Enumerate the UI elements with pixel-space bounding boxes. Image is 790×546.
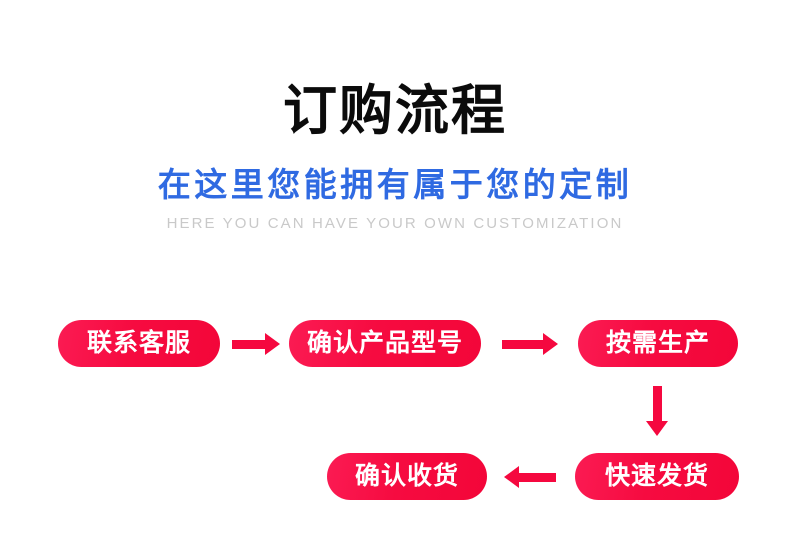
arrow-shaft [502,339,546,349]
flow-node-contact-service[interactable]: 联系客服 [58,320,220,367]
arrow-shaft [232,339,268,349]
subtitle-english: HERE YOU CAN HAVE YOUR OWN CUSTOMIZATION [166,215,624,232]
arrow-shaft [516,472,556,482]
flow-node-fast-shipping[interactable]: 快速发货 [575,453,739,500]
flow-node-produce-on-demand[interactable]: 按需生产 [578,320,738,367]
arrow-right-icon-model-to-production [502,331,558,357]
flow-node-confirm-receipt[interactable]: 确认收货 [327,453,487,500]
arrow-shaft [652,386,662,424]
arrow-head [543,333,558,355]
arrow-right-icon-contact-to-model [232,331,280,357]
arrow-head [504,466,519,488]
flow-node-confirm-model[interactable]: 确认产品型号 [289,320,481,367]
arrow-left-icon-shipping-to-receipt [504,464,556,490]
arrow-head [646,421,668,436]
page-title: 订购流程 [283,81,507,141]
arrow-head [265,333,280,355]
arrow-down-icon-production-to-shipping [644,386,670,436]
subtitle-chinese: 在这里您能拥有属于您的定制 [157,166,633,203]
